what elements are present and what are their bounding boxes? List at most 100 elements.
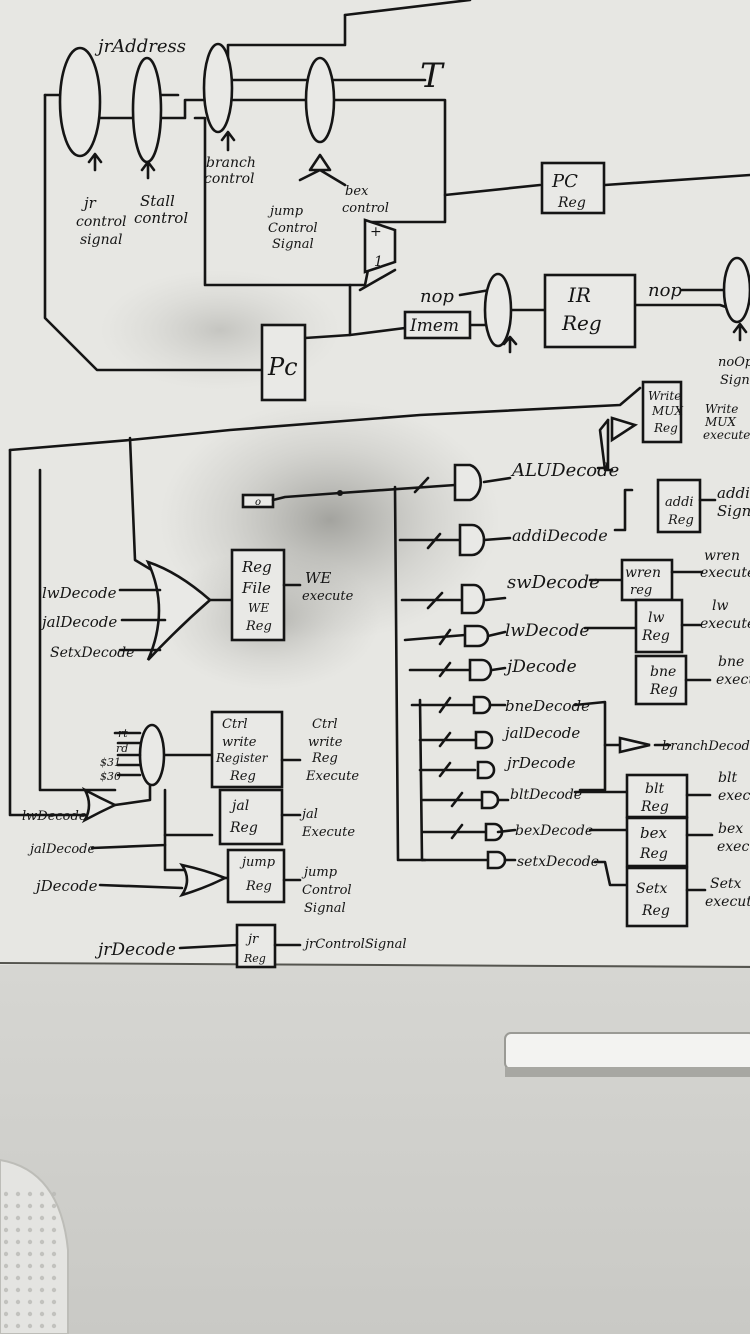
label-wren-exec-1: wren [704,548,740,564]
label-write-mux-1: Write [648,389,681,403]
imem-mux [483,272,513,348]
label-branch-control-2: control [204,171,255,187]
write-mux-group [8,380,683,817]
regfile-group [118,548,302,661]
label-setx-decode-right: setxDecode [517,854,599,870]
label-lw-decode-left: lwDecode [42,584,117,602]
label-blt-reg-2: Reg [640,799,669,815]
label-bex-decode: bexDecode [515,823,593,839]
label-bex-control-2: control [342,201,389,216]
label-reg-file-2: File [241,579,271,597]
board-edge [0,962,750,968]
label-addi-signal-2: Signal [717,502,750,520]
decode-gates [453,463,507,870]
label-ctrl-reg-1: Ctrl [222,717,248,732]
label-reg-file-4: Reg [245,619,272,634]
label-jal-exec-2: Execute [301,825,355,840]
label-reg-file-1: Reg [241,558,272,576]
label-lw-exec-1: lw [712,598,728,614]
label-jr-signal-1: jr [81,194,97,212]
label-j-decode-bottom: jDecode [33,877,98,895]
label-jr-reg-1: jr [245,932,259,947]
label-bex-reg-2: Reg [639,846,668,862]
handwritten-labels: jrAddress T branch control jr control si… [22,36,750,965]
label-jump-signal-2: Control [268,221,318,236]
label-blt-decode: bltDecode [510,787,582,803]
label-write-mux-3: Reg [653,421,678,435]
label-nop-left: nop [420,286,454,307]
label-bne-reg-1: bne [650,664,676,680]
label-jal-decode-right: jalDecode [502,724,580,742]
label-jump-exec-2: Control [302,883,352,898]
label-jal-reg-1: jal [229,798,249,814]
label-ctrl-reg-2: write [222,735,257,750]
label-bex-exec-2: execute [717,839,750,855]
label-jump-exec-1: jump [301,865,338,880]
label-setx-reg-1: Setx [636,881,668,897]
label-imem: Imem [409,316,459,336]
label-bne-decode: bneDecode [505,697,590,715]
label-jal-decode-left: jalDecode [39,613,117,631]
label-jr-address: jrAddress [94,36,186,57]
label-wren-reg-2: reg [630,583,652,598]
noop-mux [722,256,750,324]
branch-arrow [220,130,236,152]
chair-back [0,1158,69,1334]
imem-box [403,310,472,340]
label-noop-signal-1: noOp [718,355,750,370]
pc-box [260,323,307,402]
label-lw-exec-2: execute [700,616,750,632]
label-ir-reg-2: Reg [561,311,602,335]
label-reg-file-3: WE [248,601,269,615]
label-setx-reg-2: Reg [641,903,670,919]
label-lw-decode-bottom: lwDecode [22,809,87,824]
opcode-bus [241,476,490,862]
label-opcode-bits: o [255,497,261,508]
label-adder-plus: + [370,224,382,240]
label-bne-exec-1: bne [718,654,744,670]
label-write-mux-exec-1: Write [705,402,738,416]
label-noop-signal-2: Signal [720,373,750,388]
label-jal-reg-2: Reg [229,820,258,836]
label-write-mux-exec-3: execute [703,428,750,442]
label-alu-decode: ALUDecode [510,460,619,481]
pc-adder [363,218,397,274]
label-write-mux-2: MUX [651,404,683,418]
label-mux-in-31: $31 [100,756,121,769]
label-addi-reg-2: Reg [667,513,694,528]
label-lw-reg-2: Reg [641,628,670,644]
jump-mux [304,56,336,144]
label-j-decode-right: jDecode [503,657,577,677]
wall-surface [0,965,750,1334]
pc-reg-box [540,161,606,215]
label-t: T [420,56,445,96]
label-ir-reg-1: IR [567,283,591,307]
ir-reg-box [543,273,637,349]
label-jal-exec-1: jal [299,807,318,822]
label-pc-reg-2: Reg [557,195,586,211]
label-pc: Pc [267,353,298,381]
label-jr-decode-bottom: jrDecode [94,940,176,960]
label-stall-1: Stall [140,192,175,210]
label-jr-signal-3: signal [80,232,122,248]
jr-arrow [87,152,103,172]
label-ctrl-exec-1: Ctrl [312,717,338,732]
label-nop-right: nop [648,280,682,301]
stall-mux [131,56,163,164]
right-registers [620,478,717,928]
label-stall-2: control [134,209,188,227]
label-bex-reg-1: bex [640,824,667,842]
label-sw-decode: swDecode [507,572,600,593]
label-pc-reg-1: PC [551,171,578,192]
label-jump-reg-2: Reg [245,879,272,894]
label-blt-reg-1: blt [645,781,664,797]
jump-mux-arrow [298,153,347,187]
noop-arrow [732,322,748,342]
bottom-left-control [81,710,302,969]
label-lw-reg-1: lw [648,610,664,626]
label-branch-control-1: branch [206,155,256,171]
label-branch-decode: branchDecode [662,739,750,754]
label-setx-decode-left: SetxDecode [50,645,134,661]
label-addi-reg-1: addi [665,495,694,510]
